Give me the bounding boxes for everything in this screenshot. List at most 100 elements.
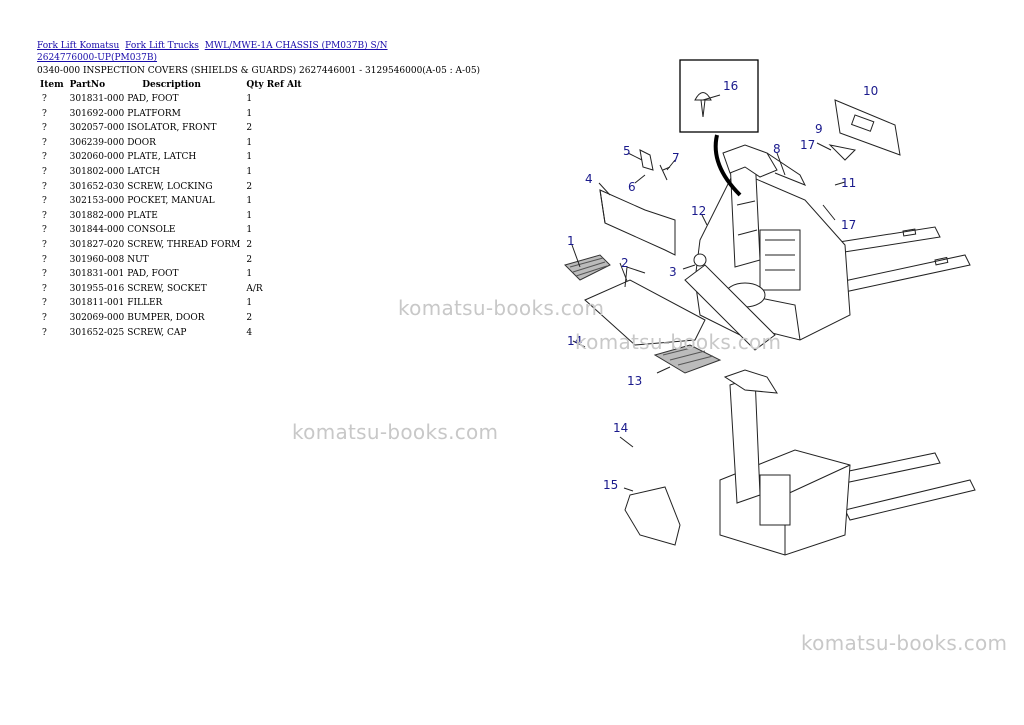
description-cell: PAD, FOOT: [127, 94, 179, 104]
exploded-parts-diagram: 1 2 3 4 5 6 7 8 9 10 11 12 13 14 15 16 1…: [564, 59, 976, 556]
callout-16: 16: [723, 79, 738, 93]
table-header-row: Item PartNo Description Qty Ref Alt: [37, 79, 305, 92]
qty-cell: 2: [246, 123, 253, 134]
callout-1: 1: [567, 234, 575, 248]
callout-5: 5: [623, 144, 631, 158]
item-cell: ?: [42, 269, 47, 280]
qty-cell: 1: [246, 166, 253, 177]
partno-cell: 306239-000: [69, 137, 125, 148]
watermark: komatsu-books.com: [801, 631, 1008, 655]
callout-7: 7: [672, 151, 680, 165]
qty-cell: 1: [246, 269, 253, 280]
breadcrumb-link-chassis[interactable]: MWL/MWE-1A CHASSIS (PM037B) S/N 26247760…: [37, 41, 388, 63]
item-cell: ?: [42, 283, 47, 294]
description-cell: DOOR: [127, 137, 156, 148]
description-cell: PLATFORM: [127, 108, 181, 119]
partno-cell: 301827-020: [69, 239, 125, 250]
callout-17-lower: 17: [841, 218, 856, 232]
breadcrumb-link-fork-lift-komatsu[interactable]: Fork Lift Komatsu: [37, 41, 120, 51]
qty-cell: 1: [246, 94, 253, 104]
description-cell: NUT: [127, 254, 149, 265]
parts-table: Item PartNo Description Qty Ref Alt ?301…: [37, 79, 305, 340]
column-header-ref: Ref: [266, 80, 284, 90]
item-cell: ?: [42, 210, 47, 221]
description-cell: FILLER: [127, 298, 163, 309]
column-header-qty: Qty: [246, 80, 264, 90]
watermark: komatsu-books.com: [398, 296, 605, 320]
callout-10: 10: [863, 84, 878, 98]
callout-14: 14: [567, 334, 582, 348]
qty-cell: 1: [246, 152, 253, 163]
callout-15: 15: [603, 478, 618, 492]
description-cell: POCKET, MANUAL: [127, 196, 215, 207]
callout-17-upper: 17: [800, 138, 815, 152]
item-cell: ?: [42, 312, 47, 323]
item-cell: ?: [42, 166, 47, 177]
qty-cell: 2: [246, 239, 253, 250]
qty-cell: 4: [246, 327, 253, 338]
breadcrumb-link-fork-lift-trucks[interactable]: Fork Lift Trucks: [125, 41, 199, 51]
item-cell: ?: [42, 152, 47, 163]
partno-cell: 301692-000: [69, 108, 125, 119]
description-cell: ISOLATOR, FRONT: [127, 123, 217, 134]
item-cell: ?: [42, 225, 47, 236]
section-title: 0340-000 INSPECTION COVERS (SHIELDS & GU…: [37, 66, 481, 76]
callout-6: 6: [628, 180, 636, 194]
partno-cell: 301652-030: [69, 181, 125, 192]
description-cell: SCREW, CAP: [127, 327, 187, 338]
callout-12: 12: [691, 204, 706, 218]
item-cell: ?: [42, 327, 47, 338]
description-cell: SCREW, SOCKET: [127, 283, 207, 294]
partno-cell: 301802-000: [69, 166, 125, 177]
column-header-partno: PartNo: [69, 80, 106, 90]
partno-cell: 301955-016: [69, 283, 125, 294]
qty-cell: 1: [246, 298, 253, 309]
column-header-item: Item: [40, 80, 64, 90]
column-header-alt: Alt: [286, 80, 302, 90]
partno-cell: 301882-000: [69, 210, 125, 221]
qty-cell: 1: [246, 225, 253, 236]
item-cell: ?: [42, 298, 47, 309]
callout-14-lower: 14: [613, 421, 628, 435]
description-cell: SCREW, THREAD FORM: [127, 239, 241, 250]
partno-cell: 301831-001: [69, 269, 125, 280]
qty-cell: 1: [246, 108, 253, 119]
callout-13: 13: [627, 374, 642, 388]
item-cell: ?: [42, 196, 47, 207]
watermark: komatsu-books.com: [292, 420, 499, 444]
callout-labels: 1 2 3 4 5 6 7 8 9 10 11 12 13 14 15 16 1…: [567, 79, 878, 492]
breadcrumb: Fork Lift Komatsu Fork Lift Trucks MWL/M…: [37, 40, 437, 64]
partno-cell: 301831-000: [69, 94, 125, 104]
qty-cell: 2: [246, 181, 253, 192]
description-cell: PLATE: [127, 210, 158, 221]
partno-cell: 302057-000: [69, 123, 125, 134]
callout-9: 9: [815, 122, 823, 136]
description-cell: CONSOLE: [127, 225, 176, 236]
partno-cell: 301960-008: [69, 254, 125, 265]
item-cell: ?: [42, 254, 47, 265]
description-cell: PAD, FOOT: [127, 269, 179, 280]
item-cell: ?: [42, 94, 47, 104]
watermark: komatsu-books.com: [575, 330, 782, 354]
partno-cell: 301844-000: [69, 225, 125, 236]
partno-cell: 302069-000: [69, 312, 125, 323]
partno-cell: 302060-000: [69, 152, 125, 163]
qty-cell: 1: [246, 196, 253, 207]
description-cell: PLATE, LATCH: [127, 152, 197, 163]
item-cell: ?: [42, 239, 47, 250]
item-cell: ?: [42, 108, 47, 119]
qty-cell: 1: [246, 210, 253, 221]
item-cell: ?: [42, 123, 47, 134]
